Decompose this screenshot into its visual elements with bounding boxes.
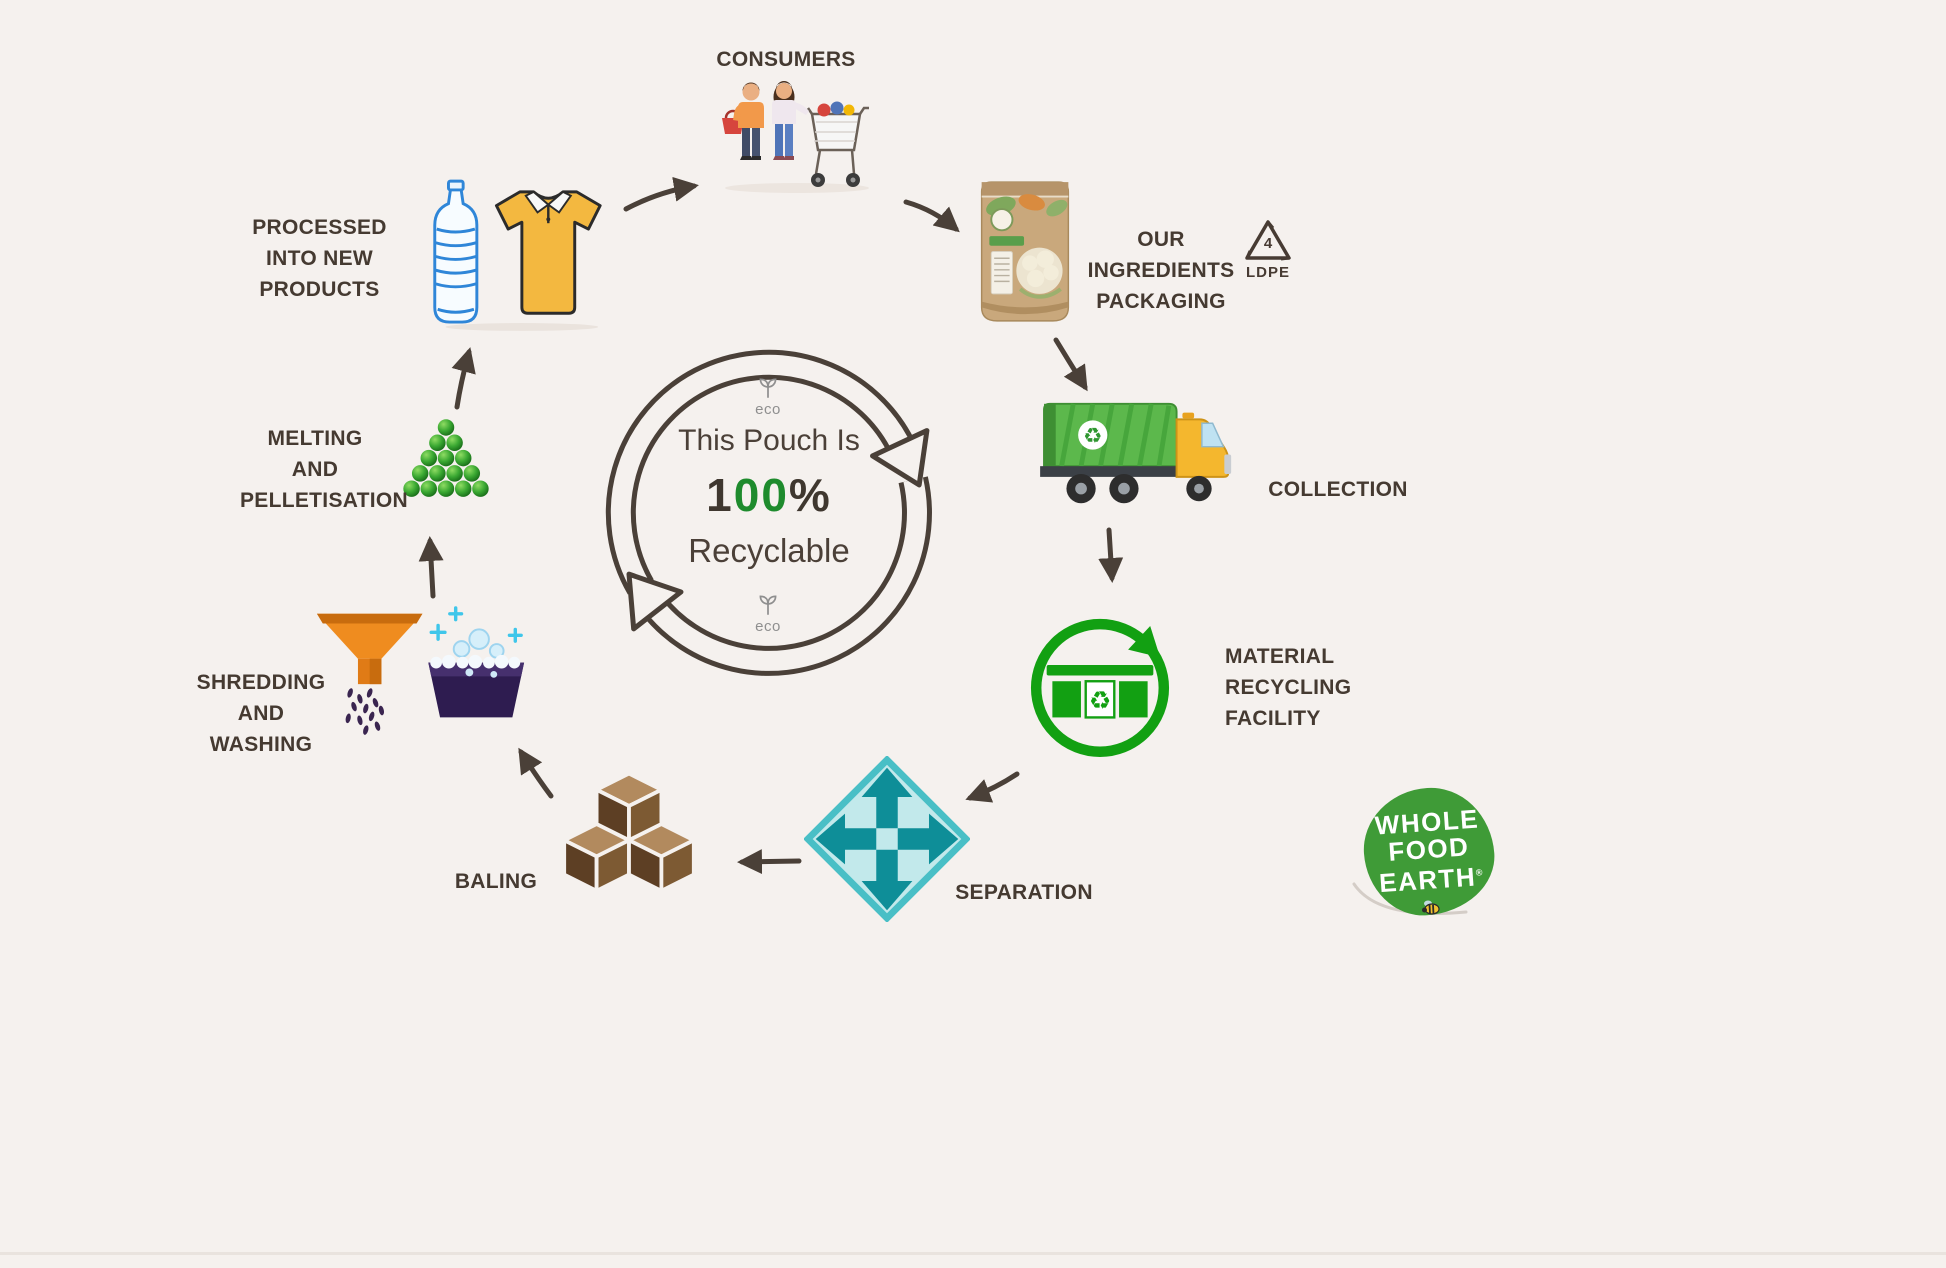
- tshirt-icon: [494, 190, 602, 315]
- shredding-label-line2: AND WASHING: [209, 702, 313, 756]
- percent-one: 1: [706, 469, 734, 521]
- collection-label: COLLECTION: [1268, 478, 1408, 501]
- melting-label: MELTING AND PELLETISATION: [240, 423, 409, 516]
- separation-label: SEPARATION: [955, 881, 1093, 904]
- new-products-label-line2: INTO NEW PRODUCTS: [259, 247, 380, 301]
- shredding-label-line1: SHREDDING: [196, 671, 326, 694]
- consumers-icon: [722, 81, 869, 193]
- arrow-newproducts-to-consumers: [623, 176, 699, 212]
- pouch-icon: [980, 181, 1070, 322]
- eco-label: eco: [755, 618, 781, 635]
- new-products-icon: [433, 179, 602, 331]
- registered-mark: ®: [1475, 867, 1483, 878]
- resin-number: 4: [1263, 235, 1273, 252]
- center-claim-percent: 100%: [619, 468, 919, 522]
- arrow-collection-to-facility: [1098, 527, 1124, 583]
- logo-swoosh: [1352, 882, 1468, 915]
- melting-label-line3: PELLETISATION: [240, 489, 409, 512]
- recycle-symbol: ♻: [1083, 424, 1102, 448]
- melting-label-line2: AND: [291, 458, 339, 481]
- shredding-washing-icon: [316, 606, 525, 735]
- center-claim-line3: Recyclable: [688, 532, 850, 569]
- arrow-shredding-to-melting: [418, 536, 444, 599]
- bee-icon: [1422, 900, 1440, 915]
- packaging-label-line2: PACKAGING: [1096, 290, 1226, 313]
- shredding-label: SHREDDING AND WASHING: [186, 667, 336, 760]
- packaging-label-line1: OUR INGREDIENTS: [1087, 228, 1235, 282]
- center-claim: This Pouch Is 100% Recyclable: [619, 424, 919, 570]
- bales-icon: [562, 771, 696, 893]
- recycle-symbol: ♻: [1089, 688, 1111, 715]
- facility-label-line1: MATERIAL: [1225, 645, 1335, 668]
- eco-badge-top: eco: [718, 376, 818, 418]
- facility-label-line3: FACILITY: [1225, 707, 1321, 730]
- arrow-melting-to-newproducts: [451, 347, 476, 410]
- pellets-icon: [403, 419, 489, 497]
- eco-leaf-icon: [759, 378, 777, 398]
- packaging-label: OUR INGREDIENTS PACKAGING: [1061, 224, 1261, 317]
- melting-label-line1: MELTING: [267, 427, 363, 450]
- garbage-truck-icon: ♻: [1040, 402, 1232, 504]
- new-products-label: PROCESSED INTO NEW PRODUCTS: [222, 212, 417, 305]
- recycling-facility-icon: ♻: [1030, 618, 1170, 757]
- percent-sign: %: [788, 469, 832, 521]
- bottle-icon: [433, 179, 479, 324]
- baling-label: BALING: [454, 870, 538, 893]
- eco-badge-bottom: eco: [718, 593, 818, 635]
- ldpe-resin-code: 4 LDPE: [1240, 218, 1296, 281]
- new-products-label-line1: PROCESSED: [252, 216, 387, 239]
- percent-zeros: 00: [733, 469, 789, 521]
- resin-triangle-icon: [1245, 220, 1291, 261]
- eco-label: eco: [755, 401, 781, 418]
- arrow-packaging-to-collection: [1053, 337, 1088, 392]
- recycle-loop-icon: [605, 349, 932, 676]
- consumers-label: CONSUMERS: [716, 48, 856, 71]
- center-claim-line1: This Pouch Is: [678, 424, 860, 457]
- arrow-facility-to-separation: [965, 771, 1020, 803]
- facility-label-line2: RECYCLING: [1225, 676, 1352, 699]
- resin-label: LDPE: [1245, 264, 1290, 281]
- arrow-baling-to-shredding: [518, 747, 554, 799]
- arrow-separation-to-baling: [737, 849, 802, 875]
- facility-label: MATERIAL RECYCLING FACILITY: [1225, 641, 1365, 734]
- bottom-edge: [0, 1252, 1946, 1255]
- eco-leaf-icon: [759, 595, 777, 615]
- separation-icon: [804, 756, 970, 922]
- arrow-consumers-to-packaging: [903, 199, 960, 233]
- logo-line3: EARTH®: [1378, 861, 1483, 899]
